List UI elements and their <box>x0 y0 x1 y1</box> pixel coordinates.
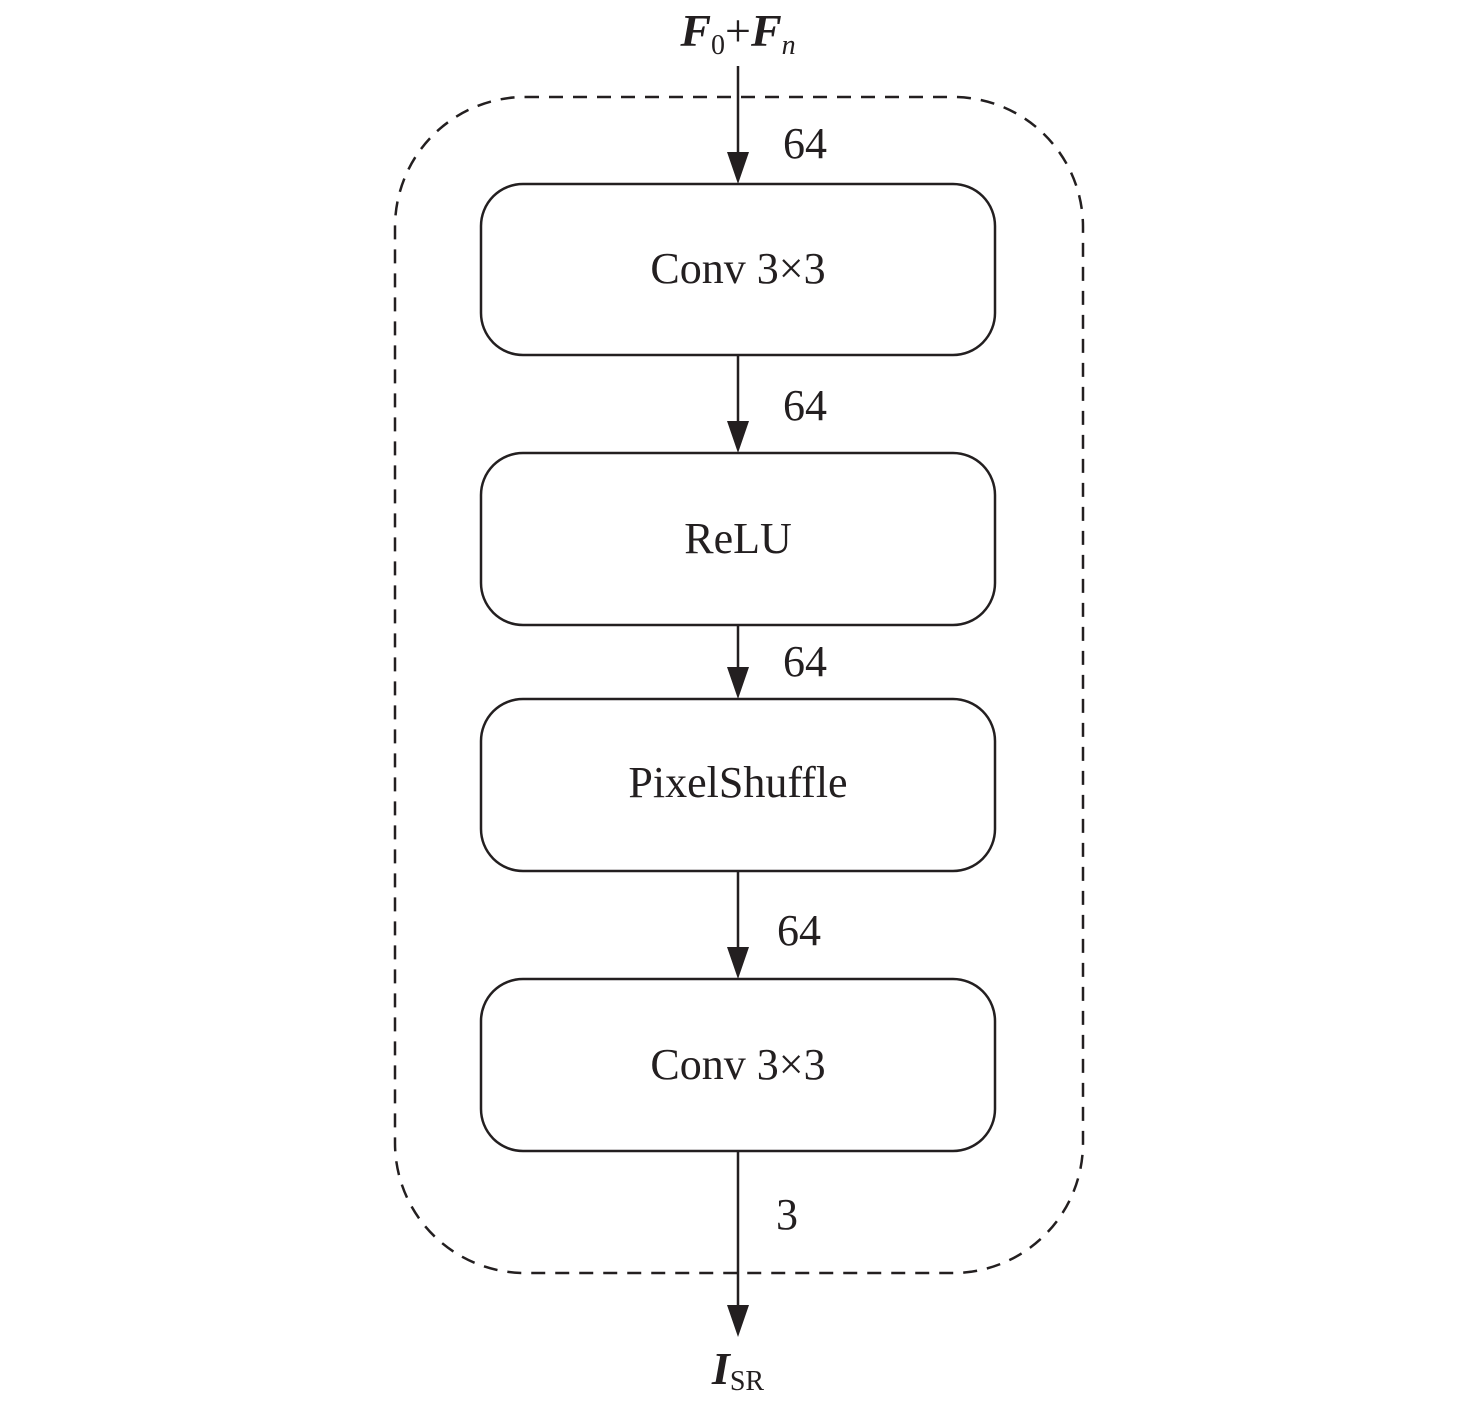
arrowhead <box>727 1305 749 1337</box>
block-pixelshuffle: PixelShuffle <box>479 697 997 873</box>
edge-pixelshuffle-conv2 <box>727 871 749 979</box>
input-label-f0: F <box>679 5 711 56</box>
arrowhead <box>727 947 749 979</box>
arrowhead <box>727 421 749 453</box>
edge-channel-label: 64 <box>783 119 827 168</box>
output-label: ISR <box>711 1343 764 1397</box>
edge-conv1-relu <box>727 355 749 453</box>
dashed-container <box>393 95 1085 1275</box>
block-label: Conv 3×3 <box>650 1040 825 1089</box>
block-relu: ReLU <box>479 451 997 627</box>
edge-input-conv1 <box>727 66 749 184</box>
edge-channel-label: 64 <box>777 906 821 955</box>
block-label: Conv 3×3 <box>650 244 825 293</box>
arrowhead <box>727 152 749 184</box>
edge-channel-label: 3 <box>776 1190 798 1239</box>
input-label-plus: + <box>725 5 751 56</box>
output-label-i: I <box>711 1343 732 1394</box>
edge-channel-label: 64 <box>783 637 827 686</box>
input-label: F0+Fn <box>679 5 795 61</box>
edge-channel-label: 64 <box>783 381 827 430</box>
arrowhead <box>727 667 749 699</box>
block-conv1: Conv 3×3 <box>479 182 997 357</box>
block-conv2: Conv 3×3 <box>479 977 997 1153</box>
input-label-fn: F <box>750 5 782 56</box>
input-label-subn: n <box>782 30 796 61</box>
input-label-sub0: 0 <box>711 30 725 61</box>
block-label: ReLU <box>684 514 792 563</box>
edge-conv2-output <box>727 1151 749 1337</box>
block-label: PixelShuffle <box>628 758 847 807</box>
edge-relu-pixelshuffle <box>727 625 749 699</box>
output-label-sub: SR <box>730 1366 765 1397</box>
